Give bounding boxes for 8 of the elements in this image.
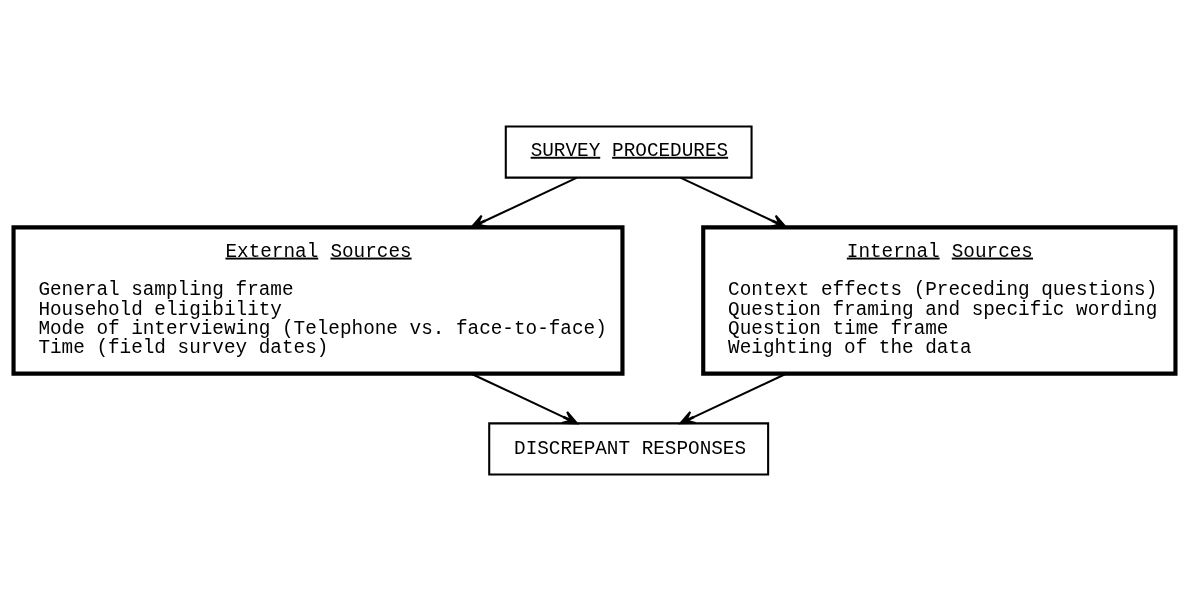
node-box: DISCREPANT RESPONSES — [488, 421, 770, 475]
arrow — [470, 176, 578, 228]
arrow — [471, 372, 579, 424]
node-box: Internal Sources Context effects (Preceding questions) Question framing and specific wording Question time frame Weighting of the data — [701, 224, 1178, 376]
arrow — [679, 372, 787, 424]
node-box: SURVEY PROCEDURES — [504, 125, 753, 179]
node-box: External Sources General sampling frame Household eligibility Mode of interviewing (Telephone vs. face-to-face) Time (field survey dates) — [11, 224, 625, 376]
arrow — [679, 176, 787, 228]
